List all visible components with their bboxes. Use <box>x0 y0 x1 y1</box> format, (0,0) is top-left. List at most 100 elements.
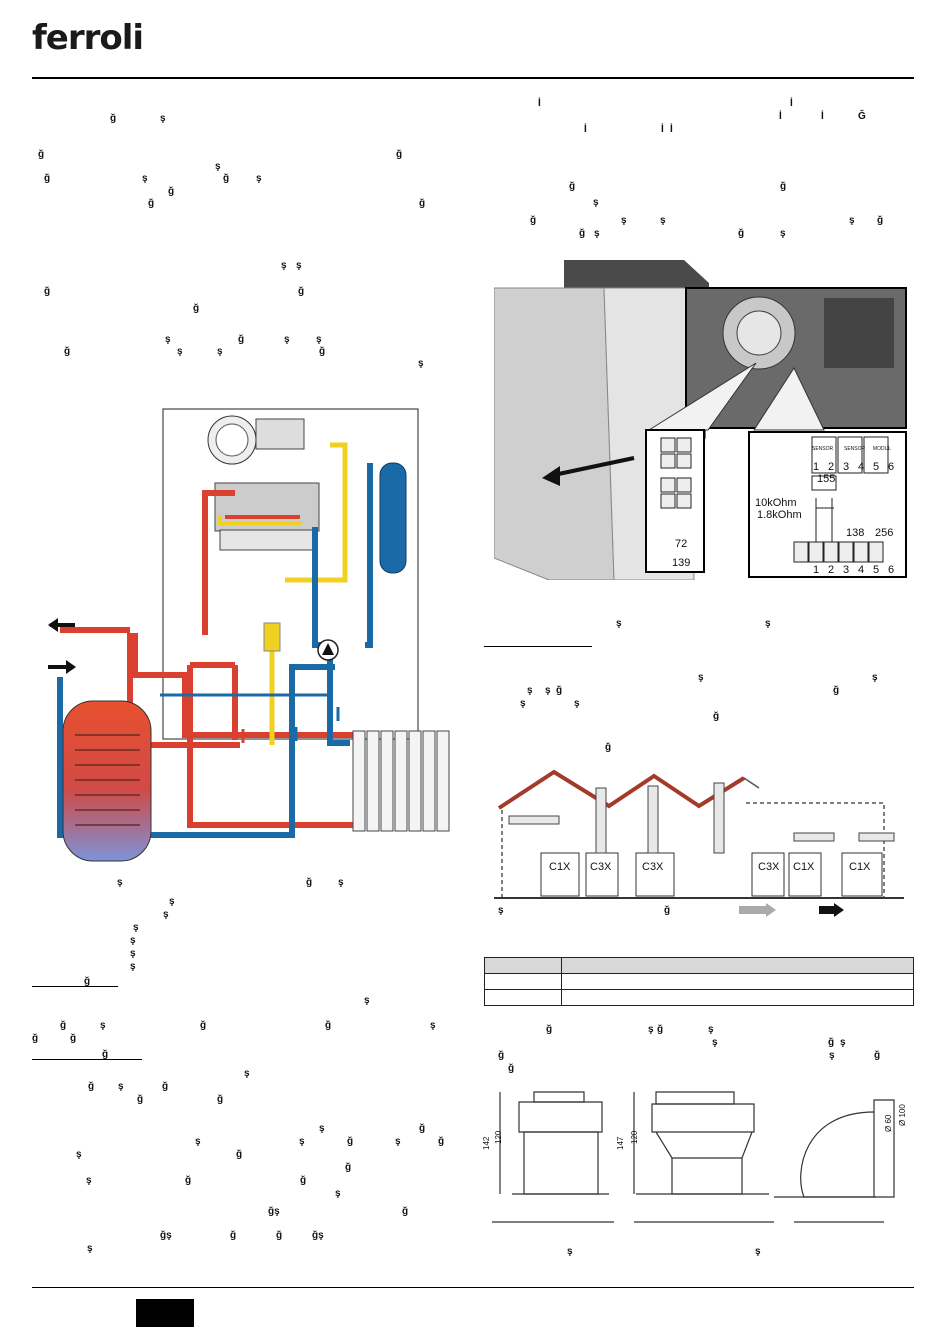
section-2-glyph: ğ <box>402 1206 409 1217</box>
text-glyph: İ <box>821 111 824 122</box>
section-1-glyph: ğ <box>60 1020 67 1031</box>
text-glyph: İ <box>584 124 587 135</box>
section-2-glyph: ş <box>395 1136 401 1147</box>
terminal-number-top: 1 <box>813 461 820 473</box>
flue-caption-glyph: ş <box>498 905 504 916</box>
flue-diagram <box>494 769 904 917</box>
section-2-glyph: ğ <box>230 1230 237 1241</box>
text-glyph: ş <box>780 228 786 239</box>
section-2-glyph: ğ <box>276 1230 283 1241</box>
section-1-glyph: ğ <box>70 1033 77 1044</box>
text-glyph: ş <box>698 672 704 683</box>
section-2-glyph: ş <box>118 1081 124 1092</box>
flue-type-label: C1X <box>849 861 871 873</box>
section-2-glyph: ş <box>299 1136 305 1147</box>
text-glyph: ğ <box>738 228 745 239</box>
wiring-label-r256: 256 <box>875 527 894 539</box>
wiring-label-n72: 72 <box>675 538 688 550</box>
caption-glyph: ğ <box>306 877 313 888</box>
text-glyph: ş <box>545 685 551 696</box>
text-glyph: ş <box>256 173 262 184</box>
section-2-glyph: ş <box>76 1149 82 1160</box>
section-2-glyph: ğ <box>217 1094 224 1105</box>
dimension-h120b: 120 <box>630 1130 639 1144</box>
list-glyph: ş <box>130 935 136 946</box>
text-glyph: ğ <box>193 303 200 314</box>
text-glyph: ğ <box>657 1024 664 1035</box>
header-rule <box>32 77 914 79</box>
terminal-number-top: 5 <box>873 461 880 473</box>
text-glyph: ğ <box>530 215 537 226</box>
flue-type-label: C1X <box>793 861 815 873</box>
text-glyph: ğ <box>64 346 71 357</box>
section-2-glyph: ş <box>319 1123 325 1134</box>
section-2-glyph: ğş <box>160 1230 172 1241</box>
brand-logo: ferroli <box>32 18 144 58</box>
section-2-glyph: ğ <box>88 1081 95 1092</box>
section-2-glyph: ğ <box>419 1123 426 1134</box>
text-glyph: ş <box>527 685 533 696</box>
section-2-glyph: ş <box>195 1136 201 1147</box>
section-1-glyph: ğ <box>325 1020 332 1031</box>
terminal-number-top: 3 <box>843 461 850 473</box>
section-2-glyph: ş <box>87 1243 93 1254</box>
section-2-glyph: ğş <box>312 1230 324 1241</box>
text-glyph: ş <box>316 334 322 345</box>
text-glyph: ğ <box>110 113 117 124</box>
list-glyph: ş <box>133 922 139 933</box>
section-2-glyph: ğ <box>236 1149 243 1160</box>
caption-glyph: ş <box>117 877 123 888</box>
text-glyph: ğ <box>877 215 884 226</box>
section-2-heading: ğ <box>102 1049 109 1060</box>
section-2-glyph: ş <box>335 1188 341 1199</box>
text-glyph: ğ <box>546 1024 553 1035</box>
text-glyph: ş <box>849 215 855 226</box>
text-glyph: ş <box>621 215 627 226</box>
terminal-number-top: 2 <box>828 461 835 473</box>
terminal-number-top: 6 <box>888 461 895 473</box>
text-glyph: ş <box>142 173 148 184</box>
text-glyph: ğ <box>713 711 720 722</box>
text-glyph: ş <box>712 1037 718 1048</box>
terminal-number-top: 4 <box>858 461 865 473</box>
text-glyph: ğ <box>419 198 426 209</box>
list-glyph: ş <box>130 961 136 972</box>
text-glyph: ğ <box>874 1050 881 1061</box>
figure-caption-glyph: ş <box>616 618 622 629</box>
wiring-label-n139: 139 <box>672 557 691 569</box>
hydraulic-diagram <box>48 408 450 862</box>
boiler-photo <box>494 258 908 580</box>
caption-glyph: ş <box>338 877 344 888</box>
flue-type-label: C3X <box>590 861 612 873</box>
section-2-glyph: ğ <box>162 1081 169 1092</box>
dimension-h142: 142 <box>482 1136 491 1150</box>
text-glyph: ğ <box>44 286 51 297</box>
drawing-caption-glyph: ş <box>755 1246 761 1257</box>
wiring-label-k10: 10kOhm <box>755 497 797 509</box>
wiring-label-modul: MODUL <box>873 446 892 452</box>
text-glyph: ş <box>160 113 166 124</box>
text-glyph: ş <box>296 260 302 271</box>
terminal-number-bottom: 5 <box>873 564 880 576</box>
text-glyph: ş <box>418 358 424 369</box>
text-glyph: ş <box>217 346 223 357</box>
section-2-glyph: ğ <box>438 1136 445 1147</box>
text-glyph: ğ <box>223 173 230 184</box>
text-glyph: ş <box>648 1024 654 1035</box>
wiring-label-sensor2: SENSOR <box>844 446 866 452</box>
text-glyph: ş <box>840 1037 846 1048</box>
text-glyph: ş <box>708 1024 714 1035</box>
list-glyph: ş <box>169 896 175 907</box>
text-glyph: Ğ <box>858 111 866 122</box>
section-2-glyph: ğ <box>345 1162 352 1173</box>
text-glyph: ğ <box>168 186 175 197</box>
section-2-glyph: ş <box>244 1068 250 1079</box>
text-glyph: ş <box>165 334 171 345</box>
text-glyph: ğ <box>238 334 245 345</box>
terminal-number-bottom: 3 <box>843 564 850 576</box>
text-glyph: ş <box>284 334 290 345</box>
dimension-h120a: 120 <box>494 1130 503 1144</box>
section-2-glyph: ğş <box>268 1206 280 1217</box>
wiring-label-sensor1: SENSOR <box>812 446 834 452</box>
terminal-number-bottom: 2 <box>828 564 835 576</box>
